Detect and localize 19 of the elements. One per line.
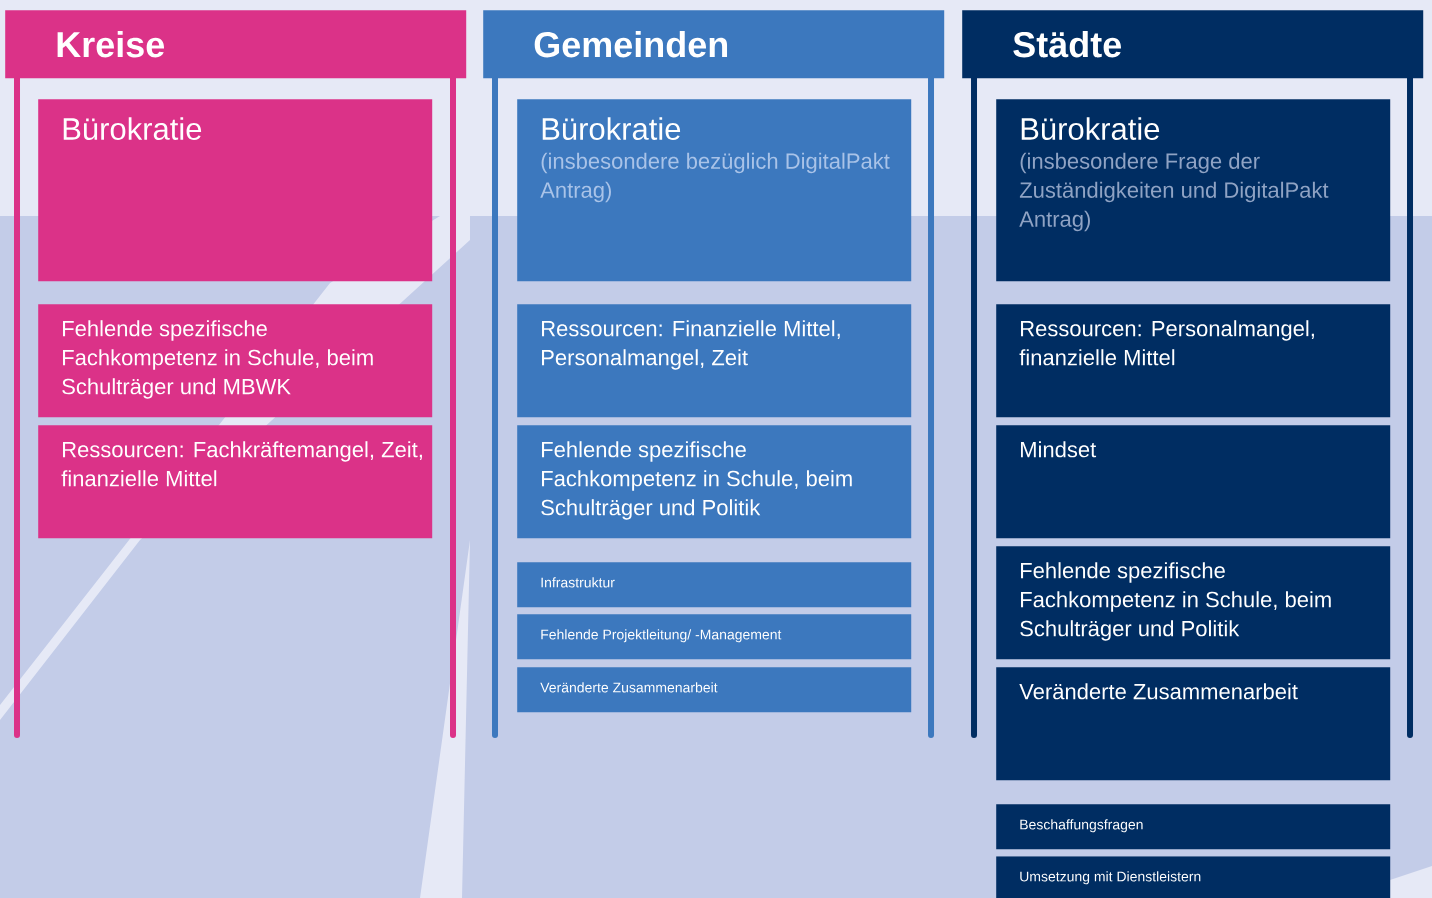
text-box: Bürokratie	[38, 99, 433, 282]
text-box: Beschaffungsfragen	[996, 804, 1391, 850]
text-box: Ressourcen: Finanzielle Mittel, Personalmangel, Zeit	[517, 304, 912, 418]
text-box: Veränderte Zusammenarbeit	[996, 667, 1391, 781]
text-box: Fehlende spezifische Fachkompetenz in Schule, beim Schulträger und Politik	[996, 546, 1391, 660]
column-header: Gemeinden	[483, 10, 945, 79]
text-box: Infrastruktur	[517, 562, 912, 608]
text-box: Fehlende spezifische Fachkompetenz in Schule, beim Schulträger und MBWK	[38, 304, 433, 418]
text-box: Umsetzung mit Dienstleistern	[996, 856, 1391, 898]
text-box: Fehlende spezifische Fachkompetenz in Schule, beim Schulträger und Politik	[517, 425, 912, 539]
text-box: Veränderte Zusammenarbeit	[517, 667, 912, 713]
column-header: Kreise	[5, 10, 467, 79]
text-box: Mindset	[996, 425, 1391, 539]
text-box: Bürokratie (insbesondere Frage der Zuständigkeiten und DigitalPakt Antrag)	[996, 99, 1391, 282]
text-box: Fehlende Projektleitung/ -Management	[517, 614, 912, 660]
text-box: Ressourcen: Fachkräftemangel, Zeit, finanzielle Mittel	[38, 425, 433, 539]
text-box: Ressourcen: Personalmangel, finanzielle Mittel	[996, 304, 1391, 418]
column-header: Städte	[962, 10, 1424, 79]
text-box: Bürokratie (insbesondere bezüglich DigitalPakt Antrag)	[517, 99, 912, 282]
